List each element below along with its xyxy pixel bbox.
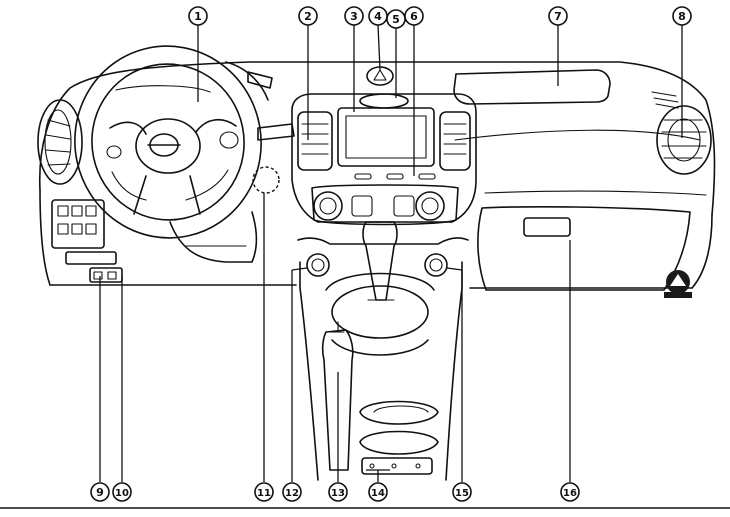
callout-7: 7 <box>548 6 568 26</box>
parking-brake <box>321 321 354 471</box>
callout-13: 13 <box>328 482 348 502</box>
dashboard-outline <box>38 61 716 289</box>
callout-14: 14 <box>368 482 388 502</box>
callout-6: 6 <box>404 6 424 26</box>
svg-text:2: 2 <box>304 10 312 23</box>
callout-4: 4 <box>368 6 388 26</box>
callout-12: 12 <box>282 482 302 502</box>
display-screen <box>337 107 435 167</box>
svg-text:11: 11 <box>257 488 271 499</box>
svg-text:9: 9 <box>96 486 104 499</box>
svg-text:4: 4 <box>374 10 382 23</box>
callout-8: 8 <box>672 6 692 26</box>
center-console <box>297 221 469 481</box>
svg-text:12: 12 <box>285 488 299 499</box>
callout-15: 15 <box>452 482 472 502</box>
steering-wheel <box>74 45 295 239</box>
callout-10: 10 <box>112 482 132 502</box>
svg-text:13: 13 <box>331 488 345 499</box>
callout-16: 16 <box>560 482 580 502</box>
callout-1: 1 <box>188 6 208 26</box>
right-side-vent <box>651 91 712 175</box>
svg-text:14: 14 <box>371 488 385 499</box>
svg-text:10: 10 <box>115 488 129 499</box>
leader-lines <box>99 24 683 482</box>
callout-9: 9 <box>90 482 110 502</box>
left-switch-panel <box>51 199 123 283</box>
svg-text:15: 15 <box>455 488 469 499</box>
svg-text:16: 16 <box>563 488 577 499</box>
callout-11: 11 <box>254 482 274 502</box>
svg-text:6: 6 <box>410 10 418 23</box>
ignition-switch <box>252 166 280 194</box>
callout-3: 3 <box>344 6 364 26</box>
svg-text:8: 8 <box>678 10 686 23</box>
glove-box <box>477 206 691 291</box>
callout-2: 2 <box>298 6 318 26</box>
cup-holders <box>359 400 439 475</box>
svg-text:1: 1 <box>194 10 202 23</box>
callouts: 1 2 3 4 5 6 7 8 <box>90 6 692 502</box>
steering-column <box>169 211 258 263</box>
svg-text:5: 5 <box>392 13 400 26</box>
watermark-logo <box>664 270 692 298</box>
left-side-vent <box>37 99 83 185</box>
svg-text:3: 3 <box>350 10 358 23</box>
svg-text:7: 7 <box>554 10 562 23</box>
center-stack <box>291 66 477 226</box>
callout-5: 5 <box>386 9 406 29</box>
passenger-airbag <box>453 69 611 105</box>
